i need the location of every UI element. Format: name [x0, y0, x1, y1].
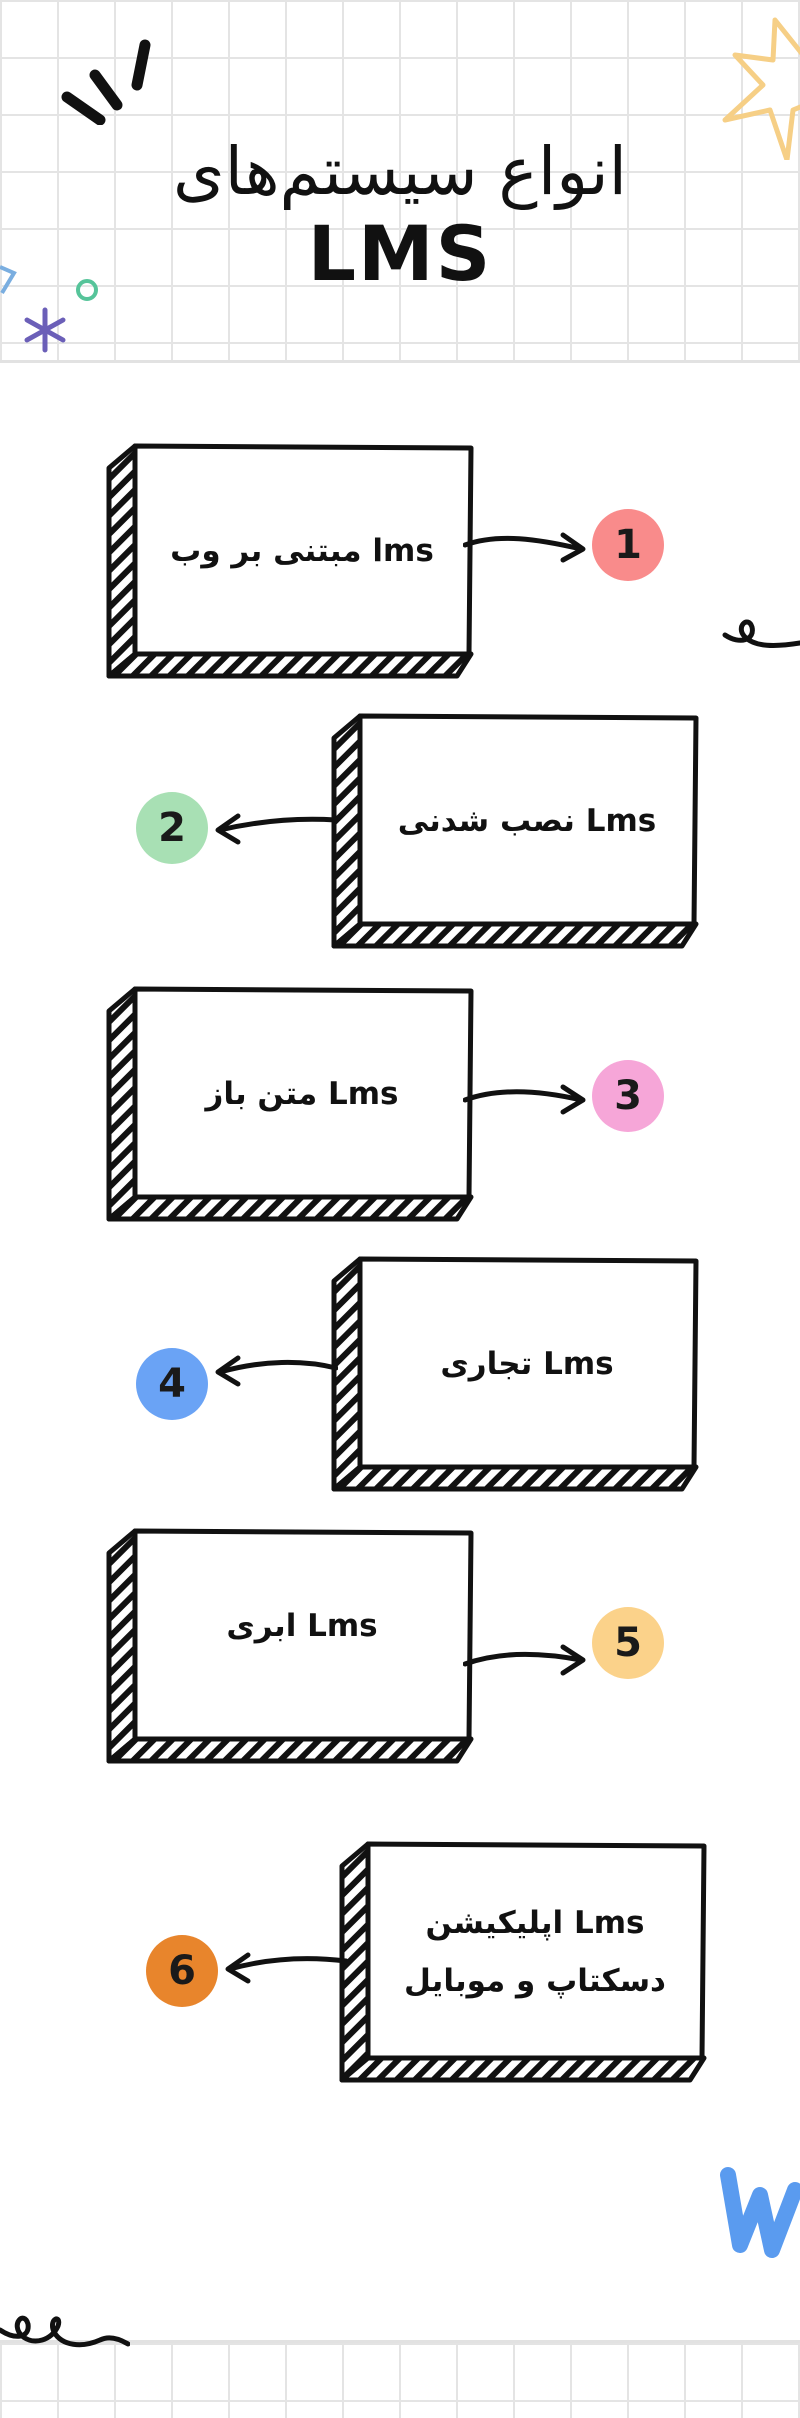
arrow-icon	[463, 1644, 586, 1676]
card-frame	[106, 1528, 474, 1764]
lms-type-card-1: lms مبتنی بر وب	[105, 442, 475, 684]
arrow-icon	[215, 1355, 338, 1387]
lms-type-card-3: Lms متن باز	[105, 985, 475, 1227]
card-label: Lms متن باز	[205, 1076, 399, 1112]
arrow-icon	[463, 1084, 586, 1115]
squiggle-icon	[720, 2167, 800, 2258]
card-label: Lms ابری	[226, 1608, 378, 1644]
burst-lines-icon	[61, 39, 151, 125]
number-badge-5: 5	[592, 1607, 664, 1679]
loop-icon	[722, 619, 800, 648]
card-frame	[106, 986, 474, 1222]
arrow-icon	[215, 813, 338, 845]
star-icon	[722, 17, 800, 160]
grid-footer-background	[0, 2340, 800, 2418]
small-star-icon	[24, 307, 66, 353]
arrow-icon	[463, 532, 586, 563]
lms-type-card-4: Lms تجاری	[330, 1255, 700, 1497]
card-frame	[331, 1256, 699, 1492]
grid-header-background	[0, 0, 800, 363]
card-label: lms مبتنی بر وب	[170, 533, 434, 569]
arrow-icon	[225, 1952, 348, 1984]
card-label: Lms اپلیکیشن دسکتاپ و موبایل	[404, 1905, 666, 1999]
number-badge-2: 2	[136, 792, 208, 864]
card-label: Lms نصب شدنی	[397, 803, 657, 839]
lms-type-card-2: Lms نصب شدنی	[330, 712, 700, 954]
page-title: انواع سیستم‌های LMS	[0, 130, 800, 294]
loop-icon	[0, 2315, 130, 2348]
title-line-1: انواع سیستم‌های	[172, 133, 627, 210]
card-label: Lms تجاری	[440, 1346, 614, 1382]
number-badge-3: 3	[592, 1060, 664, 1132]
lms-type-card-6: Lms اپلیکیشن دسکتاپ و موبایل	[338, 1840, 708, 2088]
number-badge-1: 1	[592, 509, 664, 581]
card-frame	[106, 443, 474, 679]
number-badge-4: 4	[136, 1348, 208, 1420]
number-badge-6: 6	[146, 1935, 218, 2007]
lms-type-card-5: Lms ابری	[105, 1527, 475, 1769]
card-frame	[339, 1841, 707, 2083]
circle-icon	[76, 279, 98, 301]
title-line-2: LMS	[307, 209, 493, 298]
card-frame	[331, 713, 699, 949]
corner-mark-icon	[0, 265, 17, 295]
